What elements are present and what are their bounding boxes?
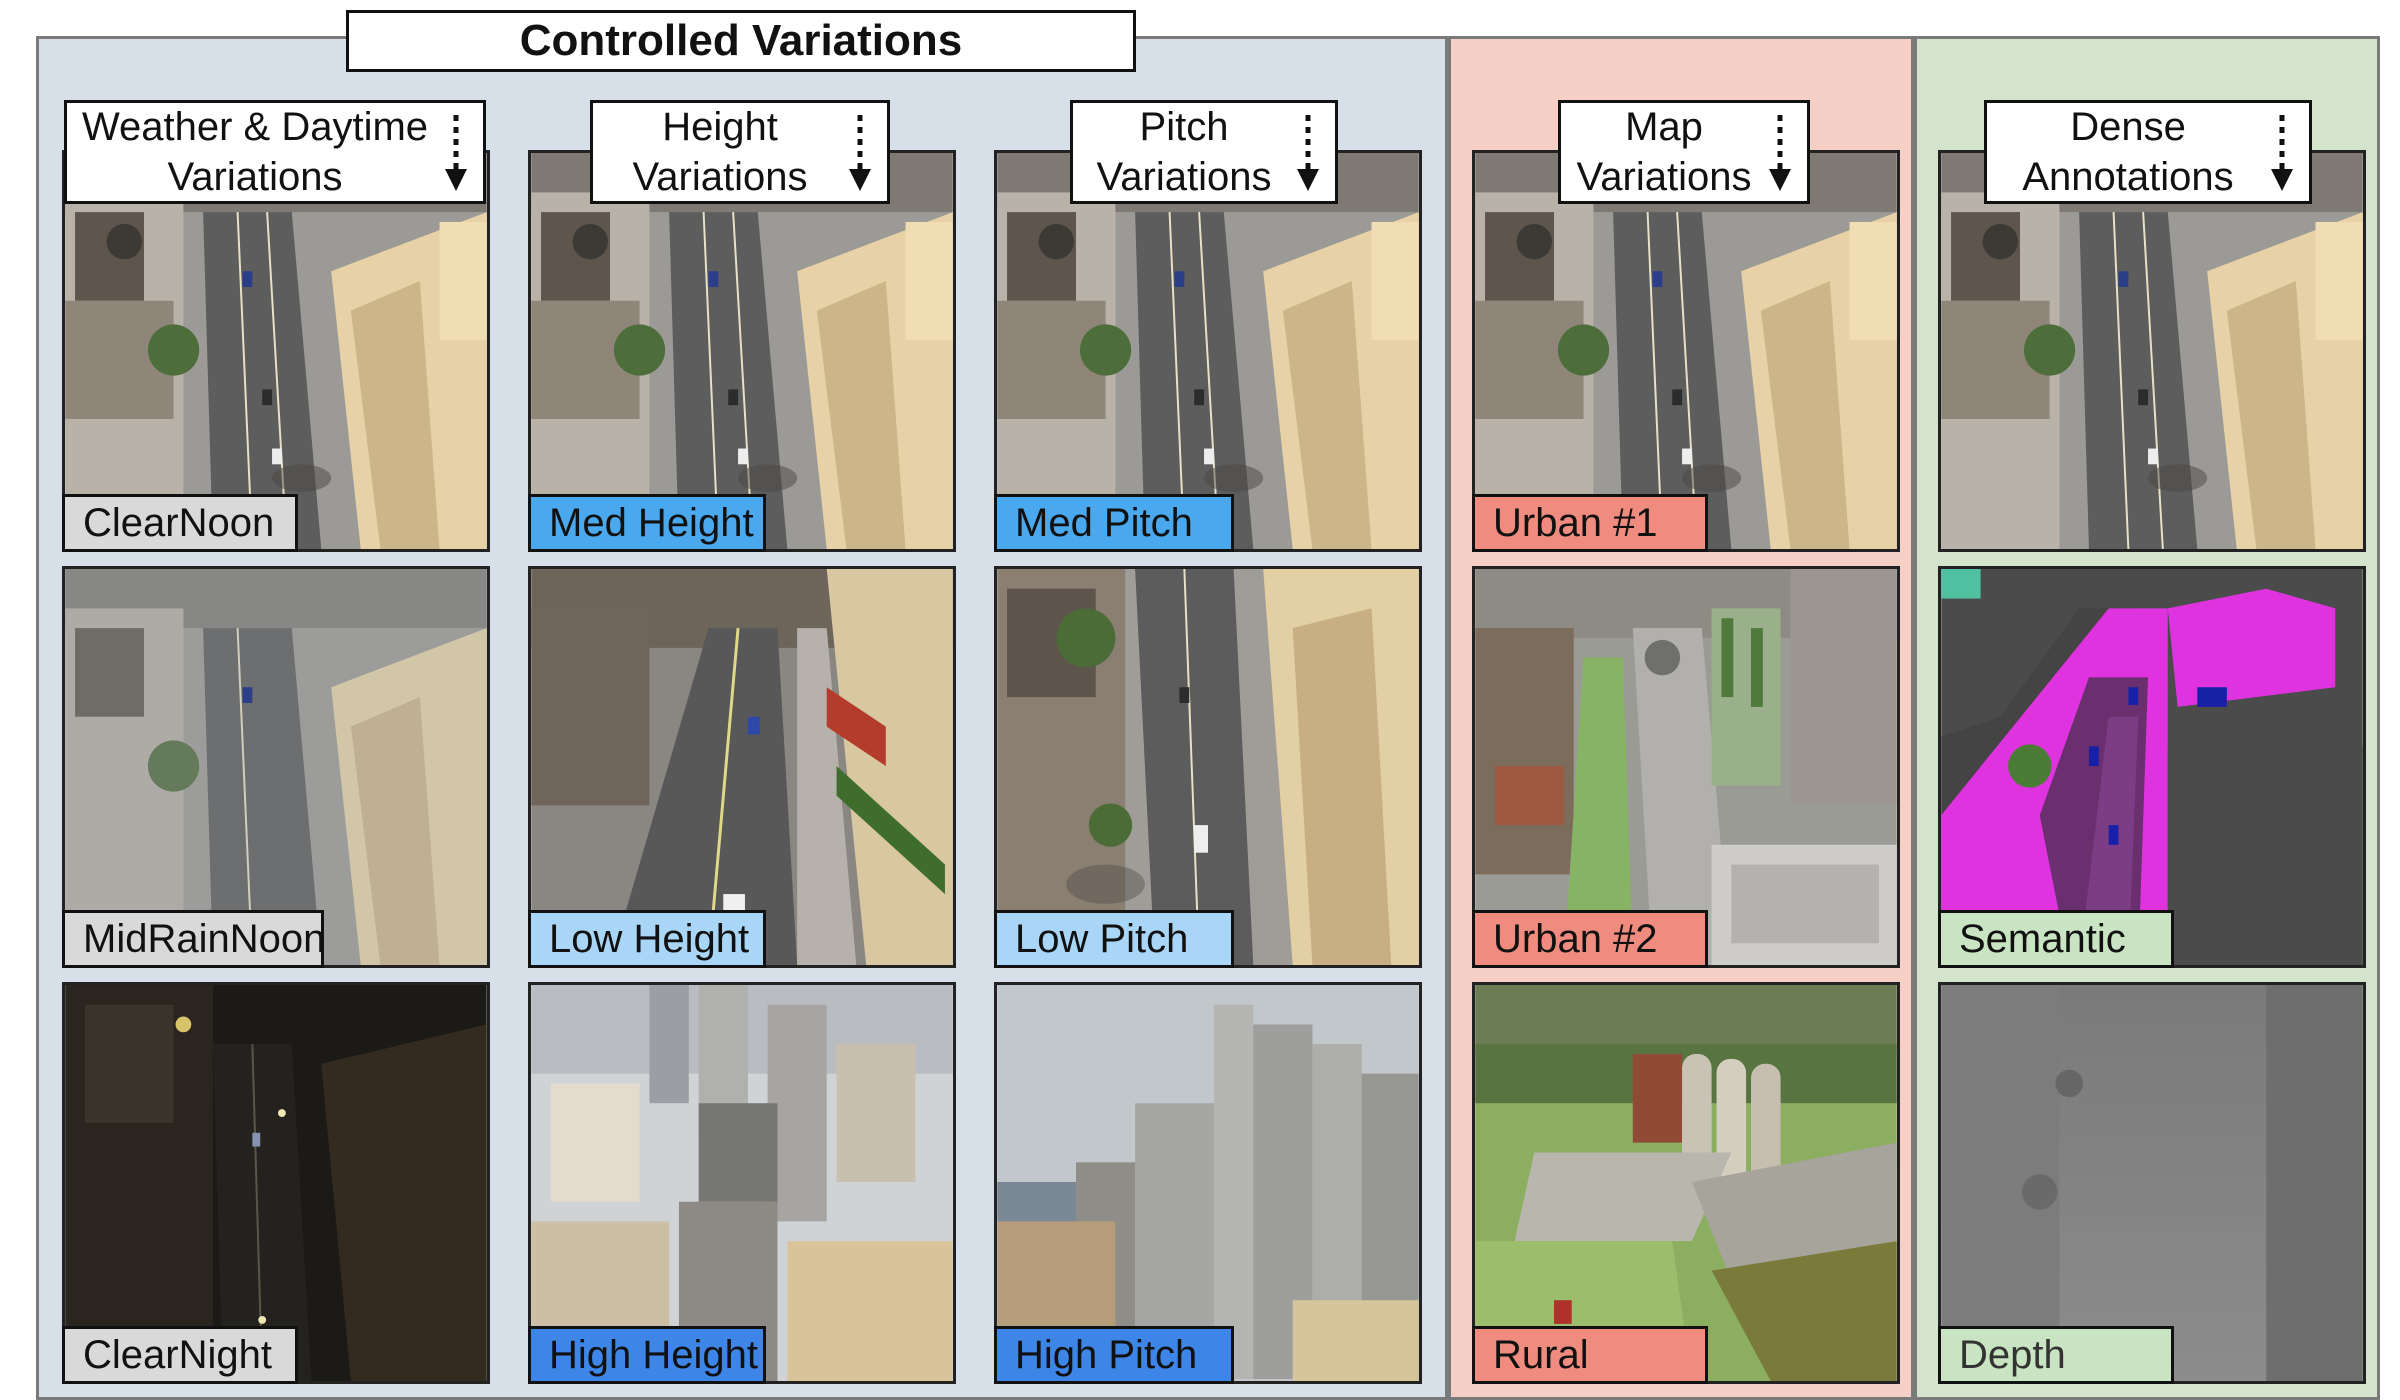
dotted-down-arrow-icon bbox=[847, 113, 873, 193]
header-weather: Weather & Daytime Variations bbox=[64, 100, 486, 204]
label-urban-1: Urban #1 bbox=[1472, 494, 1708, 552]
label-low-pitch: Low Pitch bbox=[994, 910, 1234, 968]
header-pitch: Pitch Variations bbox=[1070, 100, 1338, 204]
city-day-image bbox=[997, 153, 1419, 549]
dotted-down-arrow-icon bbox=[443, 113, 469, 193]
image-depth bbox=[1938, 982, 2366, 1384]
label-depth: Depth bbox=[1938, 1326, 2174, 1384]
city-day-image bbox=[1475, 153, 1897, 549]
image-high-height bbox=[528, 982, 956, 1384]
label-high-pitch: High Pitch bbox=[994, 1326, 1234, 1384]
image-rural bbox=[1472, 982, 1900, 1384]
dotted-down-arrow-icon bbox=[1767, 113, 1793, 193]
label-midrainnoon: MidRainNoon bbox=[62, 910, 325, 968]
dotted-down-arrow-icon bbox=[1295, 113, 1321, 193]
label-urban-2: Urban #2 bbox=[1472, 910, 1708, 968]
label-med-pitch: Med Pitch bbox=[994, 494, 1234, 552]
city-day-image bbox=[1941, 153, 2363, 549]
image-low-pitch bbox=[994, 566, 1422, 968]
label-clearnight: ClearNight bbox=[62, 1326, 298, 1384]
image-rgb bbox=[1938, 150, 2366, 552]
semantic-map-image bbox=[1941, 569, 2363, 965]
label-med-height: Med Height bbox=[528, 494, 766, 552]
city-top-image bbox=[997, 569, 1419, 965]
header-weather-text: Weather & Daytime Variations bbox=[81, 105, 429, 199]
image-low-height bbox=[528, 566, 956, 968]
city-street-image bbox=[531, 569, 953, 965]
town-image bbox=[1475, 569, 1897, 965]
city-skyline-image bbox=[997, 985, 1419, 1381]
image-med-height bbox=[528, 150, 956, 552]
header-map: Map Variations bbox=[1558, 100, 1810, 204]
city-day-image bbox=[531, 153, 953, 549]
label-rural: Rural bbox=[1472, 1326, 1708, 1384]
city-high-image bbox=[531, 985, 953, 1381]
image-midrainnoon bbox=[62, 566, 490, 968]
header-height-text: Height Variations bbox=[632, 105, 808, 199]
image-med-pitch bbox=[994, 150, 1422, 552]
city-day-image bbox=[65, 153, 487, 549]
image-semantic bbox=[1938, 566, 2366, 968]
label-high-height: High Height bbox=[528, 1326, 766, 1384]
header-height: Height Variations bbox=[590, 100, 890, 204]
dotted-down-arrow-icon bbox=[2269, 113, 2295, 193]
image-clearnight bbox=[62, 982, 490, 1384]
figure-title: Controlled Variations bbox=[346, 10, 1136, 72]
label-clearnoon: ClearNoon bbox=[62, 494, 298, 552]
image-urban-1 bbox=[1472, 150, 1900, 552]
image-clearnoon bbox=[62, 150, 490, 552]
header-dense-text: Dense Annotations bbox=[2022, 105, 2234, 199]
rural-image bbox=[1475, 985, 1897, 1381]
depth-map-image bbox=[1941, 985, 2363, 1381]
label-low-height: Low Height bbox=[528, 910, 766, 968]
label-semantic: Semantic bbox=[1938, 910, 2174, 968]
header-map-text: Map Variations bbox=[1576, 105, 1752, 199]
header-pitch-text: Pitch Variations bbox=[1096, 105, 1272, 199]
image-high-pitch bbox=[994, 982, 1422, 1384]
image-urban-2 bbox=[1472, 566, 1900, 968]
header-dense: Dense Annotations bbox=[1984, 100, 2312, 204]
city-night-image bbox=[65, 985, 487, 1381]
city-rain-image bbox=[65, 569, 487, 965]
